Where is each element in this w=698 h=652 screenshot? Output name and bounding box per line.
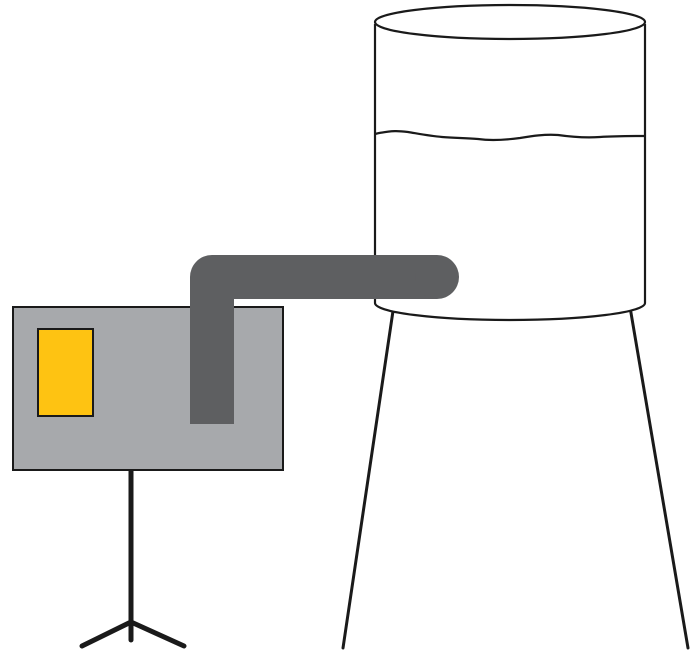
water-surface — [374, 130, 646, 142]
water-tank — [373, 3, 647, 322]
tank-top — [373, 3, 647, 41]
tank-body — [373, 24, 647, 322]
stand-foot-left — [79, 619, 134, 649]
tower-legs — [341, 305, 690, 650]
pipe — [190, 255, 437, 424]
tripod-stand — [79, 470, 187, 649]
tower-leg-left — [341, 309, 395, 650]
tower-leg-right — [628, 305, 690, 650]
yellow-panel — [37, 328, 94, 417]
pipe-end — [415, 255, 459, 299]
stand-foot-right — [128, 619, 187, 649]
